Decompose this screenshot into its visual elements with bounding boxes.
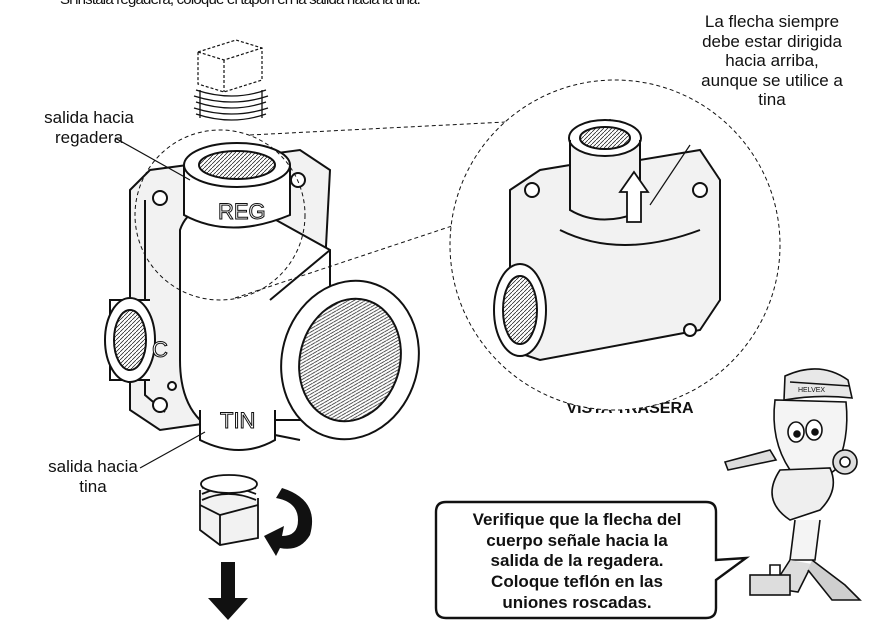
valve-body-icon: [104, 142, 420, 451]
arrow-note-leader: [649, 144, 691, 206]
threaded-plug-top-icon: [193, 89, 269, 121]
rotate-arrow-icon: [264, 488, 313, 556]
threaded-plug-bottom-icon: [199, 474, 259, 546]
dashed-plug-icon: [197, 39, 263, 93]
top-caption: Si instala regadera, coloque el tapón en…: [60, 0, 421, 8]
down-arrow-icon: [208, 562, 248, 620]
arrow-note-line: tina: [758, 90, 786, 110]
detail-connector-top: [249, 119, 546, 136]
callout-line: Verifique que la flecha del: [472, 510, 682, 529]
shower-label-leader: [114, 137, 191, 181]
tub-label-leader: [139, 431, 206, 469]
arrow-note-line: debe estar dirigida: [702, 31, 842, 51]
arrow-direction-note: La flecha siempre debe estar dirigida ha…: [672, 12, 872, 110]
detail-circle-small: [134, 129, 306, 301]
up-arrow-icon: [618, 170, 650, 223]
arrow-note-line: aunque se utilice a: [701, 70, 843, 90]
callout-line: salida de la regadera.: [490, 551, 664, 571]
tub-outlet-label: salida hacia tina: [28, 457, 158, 496]
callout-bubble: [434, 500, 751, 620]
arrow-note-line: La flecha siempre: [704, 12, 840, 31]
callout-text: Verifique que la flecha del cuerpo señal…: [440, 510, 714, 614]
reg-marking: REG: [218, 199, 266, 224]
callout-line: Coloque teflón en las: [491, 572, 663, 592]
tub-outlet-label-line: salida hacia: [48, 457, 138, 476]
shower-outlet-label-line: salida hacia: [44, 108, 134, 127]
tin-marking: TIN: [220, 408, 255, 433]
mascot-cap-text: HELVEX: [798, 387, 825, 394]
shower-outlet-label-line: regadera: [54, 127, 124, 147]
mascot-icon: HELVEX: [723, 368, 862, 601]
callout-line: cuerpo señale hacia la: [486, 530, 668, 550]
callout-line: uniones roscadas.: [502, 592, 652, 612]
tub-outlet-label-line: tina: [79, 476, 107, 496]
rear-view-detail: [449, 79, 781, 411]
detail-connector-bottom: [234, 219, 471, 299]
shower-outlet-label: salida hacia regadera: [14, 108, 164, 147]
arrow-note-line: hacia arriba,: [725, 51, 819, 71]
c-marking: C: [152, 337, 168, 362]
